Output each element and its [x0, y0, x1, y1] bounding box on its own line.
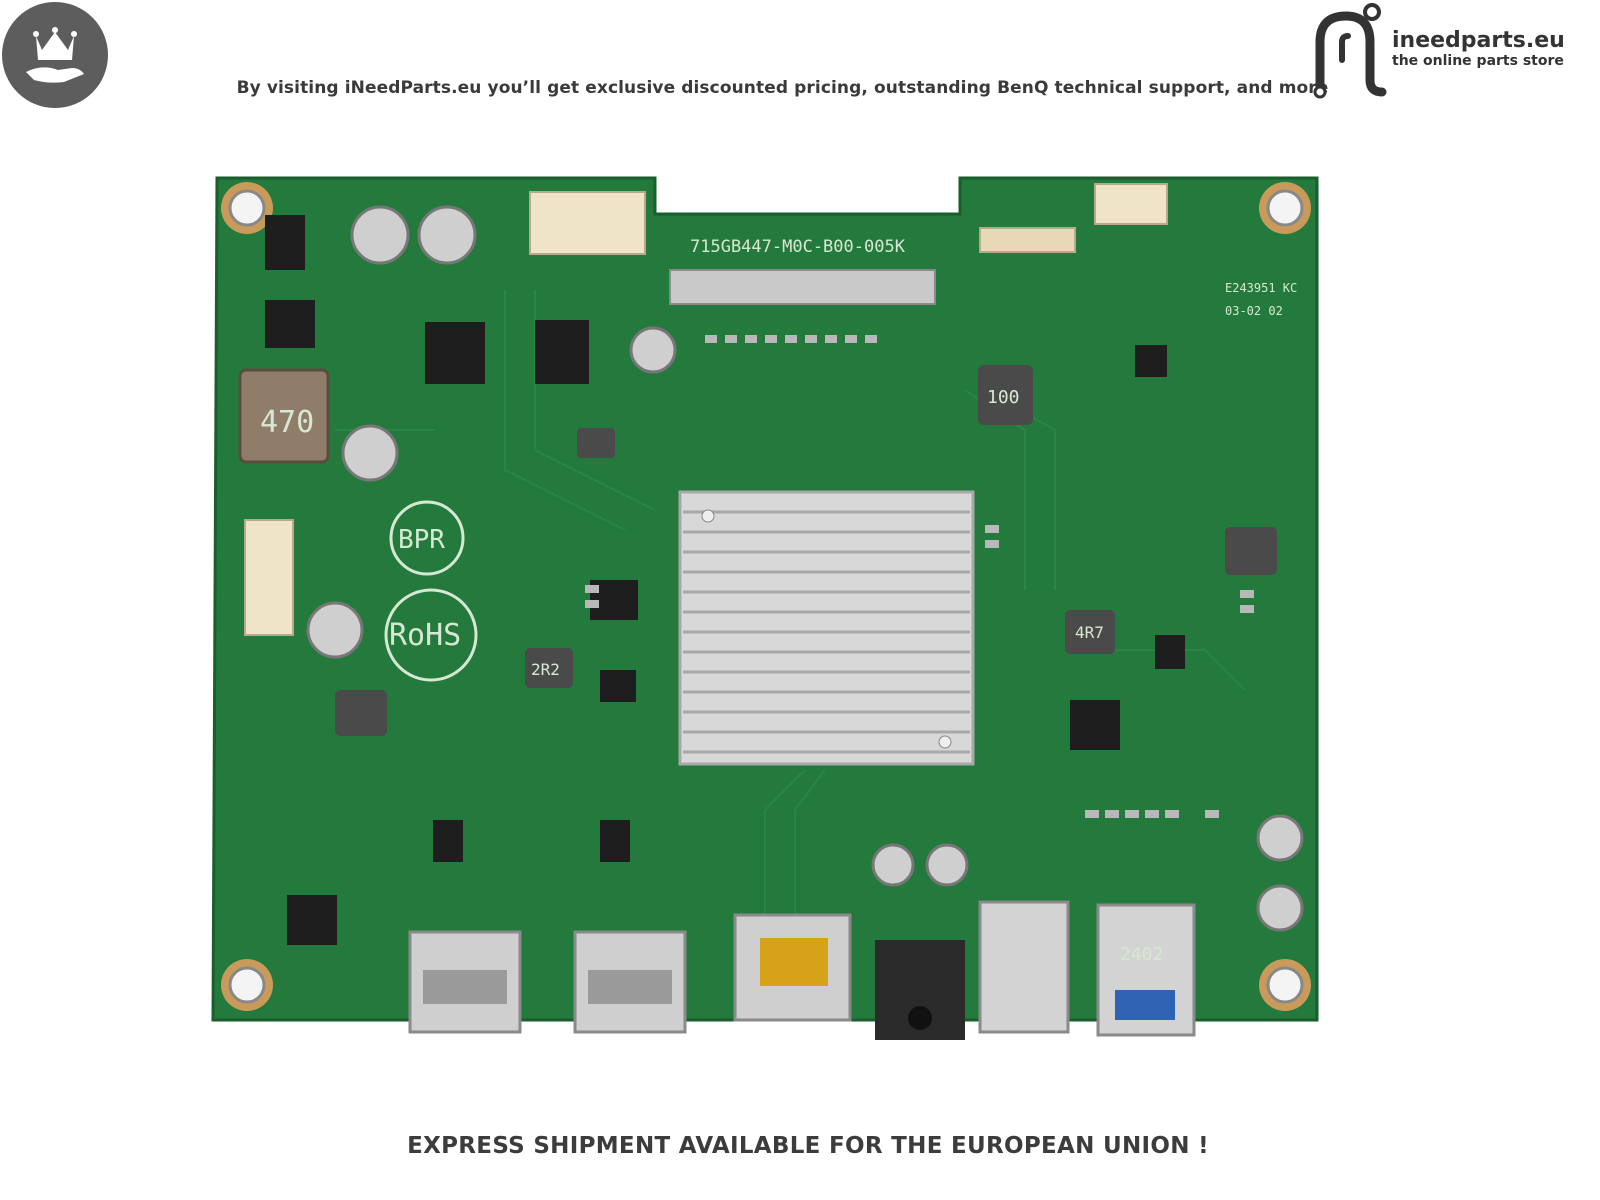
brand-subtitle: the online parts store: [1392, 53, 1564, 69]
motherboard-photo: 715GB447-M0C-B00-005K 470 100 2R2 4R7 BP…: [211, 176, 1319, 1040]
inductor-100: 100: [987, 387, 1020, 408]
hdmi-port-2: [573, 930, 687, 1034]
inductor-4r7: 4R7: [1075, 623, 1104, 642]
cert-line-1: E243951 KC: [1225, 281, 1297, 295]
usb-port-a: [978, 900, 1070, 1034]
usb-port-b: 2402: [1096, 903, 1196, 1037]
header-tagline: By visiting iNeedParts.eu you’ll get exc…: [236, 78, 1329, 98]
heatsink: [678, 490, 975, 766]
part-number: 715GB447-M0C-B00-005K: [690, 237, 906, 257]
footer-banner: EXPRESS SHIPMENT AVAILABLE FOR THE EUROP…: [407, 1133, 1209, 1159]
lvds-connector: [669, 269, 936, 305]
crown-badge: [2, 2, 108, 108]
usb-label: 2402: [1120, 944, 1163, 965]
inductor-2r2: 2R2: [531, 660, 560, 679]
brand-name: ineedparts.eu: [1392, 28, 1565, 53]
cert-line-2: 03-02 02: [1225, 304, 1283, 318]
brand-logo[interactable]: ineedparts.eu the online parts store: [1310, 0, 1570, 104]
displayport: [733, 913, 852, 1022]
rohs-marking: RoHS: [389, 618, 461, 653]
inductor-470: 470: [260, 405, 314, 440]
capacitors: [306, 205, 1304, 932]
audio-jack: [875, 940, 965, 1040]
crown-hand-icon: [26, 27, 84, 83]
bpr-marking: BPR: [398, 525, 445, 555]
mounting-holes: [221, 182, 1311, 1011]
n-plug-icon: [1313, 3, 1387, 99]
connector-cn: [529, 191, 646, 255]
hdmi-port-1: [408, 930, 522, 1034]
